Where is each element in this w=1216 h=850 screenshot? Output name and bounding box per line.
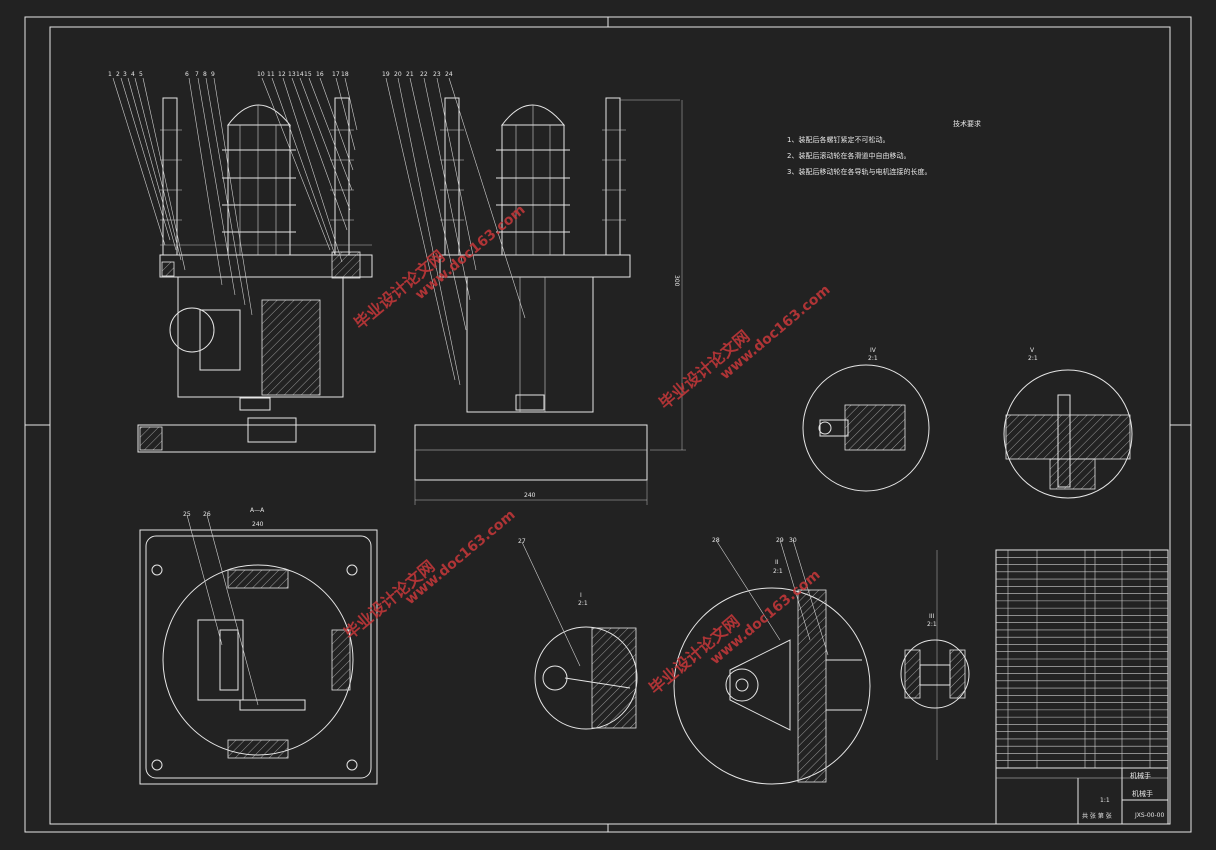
callout-10: 10 [257, 71, 265, 78]
callout-22: 22 [420, 71, 428, 78]
callout-14: 14 [296, 71, 304, 78]
tech-requirements-title: 技术要求 [953, 119, 981, 128]
callout-2: 2 [116, 71, 120, 78]
callout-29: 29 [776, 537, 784, 544]
detail-ii-scale: 2:1 [773, 568, 783, 575]
sheet-label: 共 张 第 张 [1082, 812, 1112, 820]
callout-26: 26 [203, 511, 211, 518]
callout-5: 5 [139, 71, 143, 78]
title-block: 机械手 机械手 JXS-00-00 1:1 共 张 第 张 [995, 767, 1169, 825]
detail-i: I 2:1 27 [518, 538, 638, 730]
detail-ii: II 2:1 28 29 30 [673, 537, 871, 785]
callout-numbers-left: 1 2 3 4 5 6 7 8 9 10 11 12 13 14 15 16 1… [108, 71, 349, 78]
front-view [137, 97, 376, 453]
tech-requirement-3: 3、装配后移动轮在各导轨与电机连接的长度。 [787, 167, 931, 176]
callout-23: 23 [433, 71, 441, 78]
drawing-number: JXS-00-00 [1134, 812, 1164, 819]
top-view-a-a: A—A 240 25 26 [139, 507, 378, 785]
tech-requirement-1: 1、装配后各螺钉紧定不可松动。 [787, 135, 889, 144]
detail-iii-label: III [929, 613, 935, 620]
technical-requirements: 技术要求 1、装配后各螺钉紧定不可松动。 2、装配后滚动轮在各滑道中自由移动。 … [787, 119, 981, 176]
detail-iv: IV 2:1 [802, 347, 930, 492]
detail-i-label: I [580, 592, 582, 599]
callout-11: 11 [267, 71, 275, 78]
callout-28: 28 [712, 537, 720, 544]
dim-top-width: 240 [252, 521, 264, 528]
detail-v-scale: 2:1 [1028, 355, 1038, 362]
callout-18: 18 [341, 71, 349, 78]
callout-leaders-mid [385, 77, 526, 386]
dim-width-side: 240 [524, 492, 536, 499]
callout-1: 1 [108, 71, 112, 78]
drawing-name: 机械手 [1130, 771, 1151, 780]
callout-30: 30 [789, 537, 797, 544]
dim-height-side: 300 [673, 275, 680, 287]
detail-i-scale: 2:1 [578, 600, 588, 607]
top-view-label: A—A [250, 507, 265, 514]
parts-list-rows [996, 556, 1168, 762]
callout-21: 21 [406, 71, 414, 78]
callout-24: 24 [445, 71, 453, 78]
callout-7: 7 [195, 71, 199, 78]
callout-27: 27 [518, 538, 526, 545]
drawing-scale: 1:1 [1100, 797, 1110, 804]
detail-iv-scale: 2:1 [868, 355, 878, 362]
detail-iii-scale: 2:1 [927, 621, 937, 628]
detail-ii-label: II [775, 559, 779, 566]
callout-20: 20 [394, 71, 402, 78]
callout-19: 19 [382, 71, 390, 78]
callout-leaders-left [112, 77, 358, 316]
detail-v-label: V [1030, 347, 1035, 354]
callout-numbers-mid: 19 20 21 22 23 24 [382, 71, 453, 78]
callout-8: 8 [203, 71, 207, 78]
callout-25: 25 [183, 511, 191, 518]
side-view: 240 300 [414, 97, 686, 505]
callout-13: 13 [288, 71, 296, 78]
callout-15: 15 [304, 71, 312, 78]
watermark-url-3: www.doc163.com [402, 507, 518, 608]
callout-6: 6 [185, 71, 189, 78]
detail-iii: III 2:1 [900, 550, 970, 760]
callout-16: 16 [316, 71, 324, 78]
callout-3: 3 [123, 71, 127, 78]
title-block-name: 机械手 [1132, 789, 1153, 798]
detail-v: V 2:1 [1003, 347, 1133, 499]
callout-4: 4 [131, 71, 135, 78]
detail-iv-label: IV [870, 347, 877, 354]
tech-requirement-2: 2、装配后滚动轮在各滑道中自由移动。 [787, 151, 910, 160]
callout-9: 9 [211, 71, 215, 78]
callout-12: 12 [278, 71, 286, 78]
callout-17: 17 [332, 71, 340, 78]
watermark-cn-3: 毕业设计论文网 [340, 557, 438, 644]
